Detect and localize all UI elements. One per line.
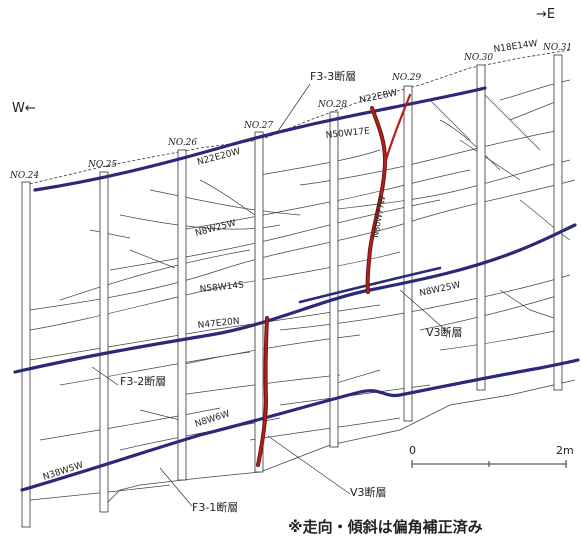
fracture-lines (29, 79, 576, 501)
label-v3-lower: V3断層 (350, 485, 387, 499)
major-faults (13, 86, 580, 492)
scale-bar: 0 2m (409, 444, 574, 468)
borehole-no31 (553, 54, 563, 391)
fault-f3-3-line (33, 86, 487, 192)
borehole-no30 (476, 64, 486, 391)
west-direction-label: W← (12, 101, 36, 116)
boreholes (21, 54, 563, 528)
leader-f3-1 (159, 467, 193, 507)
borehole-label-no30: NO.30 (463, 53, 493, 63)
borehole-label-no24: NO.24 (9, 171, 39, 181)
fault-labels: F3-3断層 V3断層 F3-2断層 V3断層 F3-1断層 (91, 69, 463, 514)
orientation-n8w25w-lower: N8W25W (419, 280, 462, 298)
leader-v3-lower (267, 435, 351, 495)
orientation-n80w77w: N80W77W (371, 195, 387, 238)
east-direction-label: →E (536, 7, 555, 22)
fault-v3-upper-line-inner (366, 106, 387, 294)
borehole-no29 (403, 85, 413, 422)
label-v3-upper: V3断層 (426, 325, 463, 339)
label-f3-2: F3-2断層 (120, 374, 166, 388)
fault-upper-splay-line (298, 266, 442, 304)
orientation-n50w17e: N50W17E (325, 126, 370, 141)
fault-f3-2-line (13, 223, 577, 374)
borehole-no24 (21, 181, 31, 528)
borehole-label-no26: NO.26 (167, 138, 197, 148)
borehole-label-no28: NO.28 (317, 100, 347, 110)
v3-faults (256, 93, 412, 467)
orientation-n47e20n: N47E20N (197, 317, 240, 331)
label-f3-3: F3-3断層 (310, 69, 356, 83)
scale-zero-label: 0 (409, 444, 416, 457)
borehole-no25 (99, 171, 109, 513)
leader-f3-2 (91, 366, 119, 386)
declination-note: ※走向・傾斜は偏角補正済み (288, 518, 483, 536)
orientation-n22e20w: N22E20W (196, 147, 241, 168)
label-f3-1: F3-1断層 (192, 500, 238, 514)
borehole-label-no31: NO.31 (542, 43, 572, 53)
scale-max-label: 2m (556, 444, 574, 457)
orientation-n18e14w: N18E14W (493, 39, 538, 55)
orientation-n8w25w-upper: N8W25W (194, 218, 237, 238)
orientation-n38w5w: N38W5W (42, 460, 85, 482)
borehole-label-no29: NO.29 (391, 73, 421, 83)
borehole-labels: NO.24 NO.25 NO.26 NO.27 NO.28 NO.29 NO.3… (9, 43, 572, 181)
leader-f3-3 (275, 83, 311, 135)
orientation-n22e8w: N22E8W (359, 88, 399, 106)
borehole-no28 (329, 111, 339, 448)
orientation-n58w14s: N58W14S (199, 280, 244, 295)
orientation-labels: N18E14W N22E8W N50W17E N22E20W N8W25W N5… (42, 39, 538, 483)
borehole-label-no25: NO.25 (87, 160, 117, 170)
leader-v3-upper (399, 289, 451, 335)
excavation-base-line (99, 379, 576, 511)
borehole-no26 (177, 149, 187, 481)
fault-f3-1-line (20, 358, 580, 492)
borehole-no27 (254, 131, 264, 473)
fault-v3-lower-line-inner (256, 316, 269, 467)
ground-surface-line (24, 49, 571, 186)
fault-v3-branch-line (384, 93, 412, 162)
borehole-label-no27: NO.27 (243, 121, 273, 131)
